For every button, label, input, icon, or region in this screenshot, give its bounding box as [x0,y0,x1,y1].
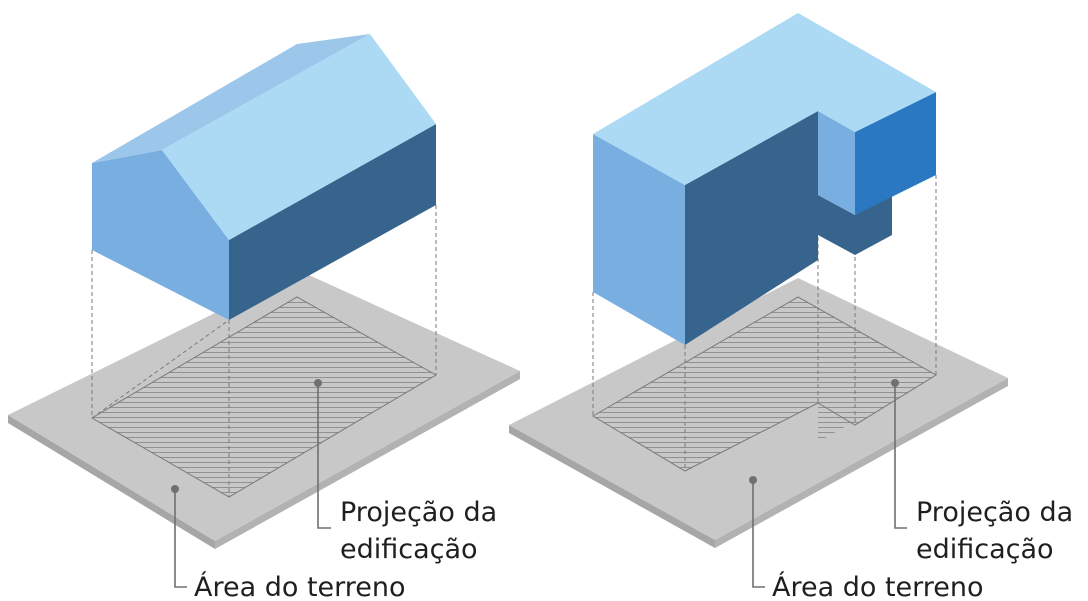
land-label: Área do terreno [194,571,406,601]
annotation-projection-right: Projeção da edificação [891,379,1073,565]
annotation-land-right: Área do terreno [749,476,984,601]
projection-label-line1: Projeção da [916,497,1073,528]
projection-lines-left [91,205,437,497]
building-volume-right [593,13,936,345]
building-projection-right [592,296,937,472]
projection-label-line1: Projeção da [340,497,497,528]
figure-right-l-shaped-building: Projeção da edificação Área do terreno [509,13,1073,601]
figure-left-gabled-house: Projeção da edificação Área do terreno [8,34,520,601]
annotation-land-left: Área do terreno [171,485,406,601]
projection-label-line2: edificação [340,534,478,565]
land-label: Área do terreno [772,571,984,601]
annotation-projection-left: Projeção da edificação [314,379,497,565]
house-volume-left [92,34,436,320]
projection-label-line2: edificação [916,534,1054,565]
